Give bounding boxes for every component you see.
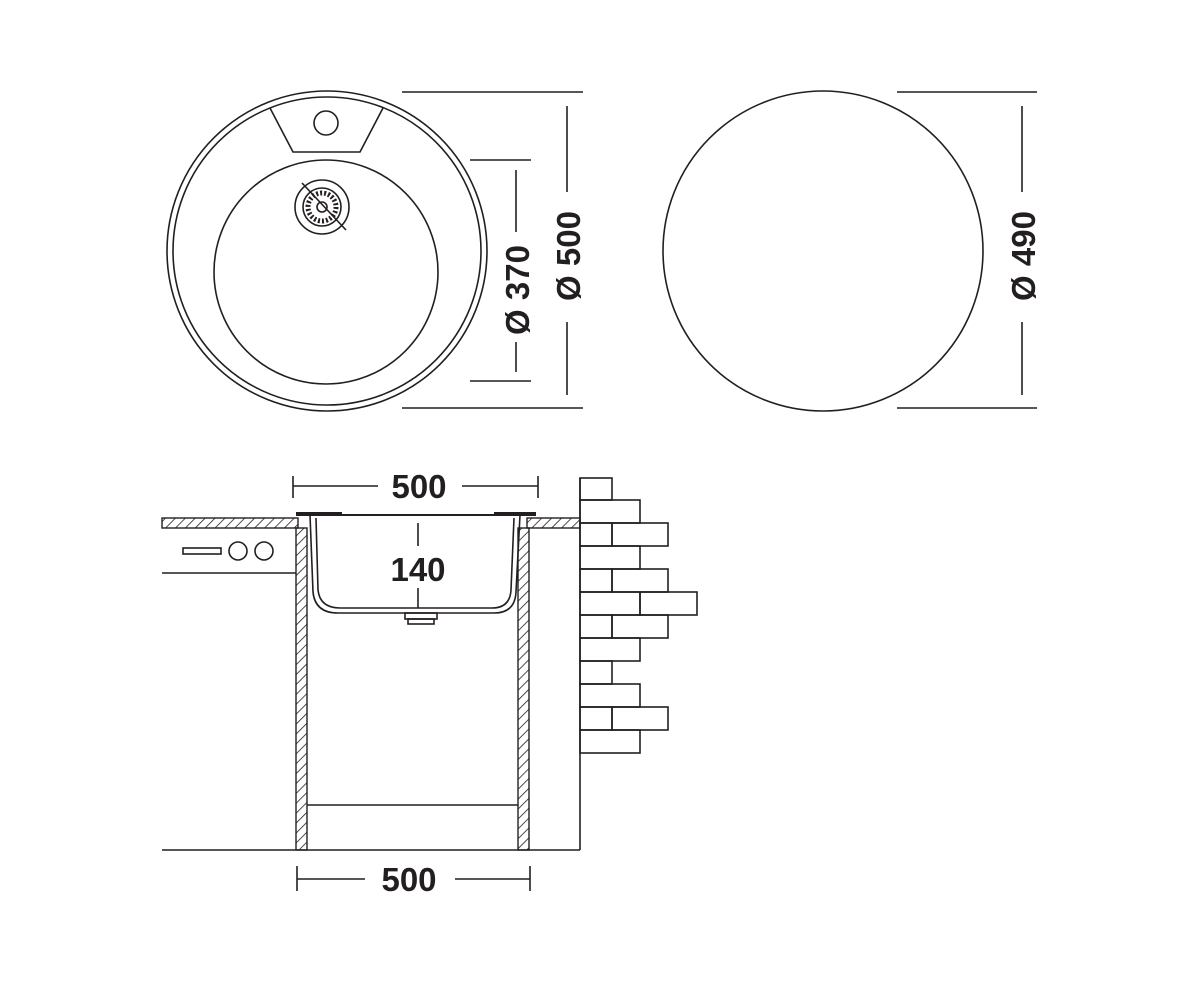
dimension-top-width: 500 — [292, 468, 539, 505]
cutout-circle — [662, 90, 984, 412]
appliance-handle — [182, 547, 222, 555]
dimension-outer-diameter: Ø 500 — [402, 91, 587, 409]
bowl-diameter-label: Ø 370 — [499, 245, 536, 335]
top-width-label: 500 — [391, 468, 446, 505]
dimension-bowl-diameter: Ø 370 — [470, 159, 536, 382]
depth-label: 140 — [390, 551, 445, 588]
appliance-knob — [228, 541, 248, 561]
sink-rim-right — [494, 512, 536, 516]
appliance-knob — [254, 541, 274, 561]
drain-icon — [294, 179, 350, 235]
sink-bowl — [213, 159, 439, 385]
cabinet-wall-right — [517, 527, 530, 851]
cabinet-width-label: 500 — [381, 861, 436, 898]
countertop-left — [161, 517, 299, 529]
tap-hole — [313, 110, 339, 136]
drain-outlet — [404, 612, 438, 620]
brick-wall — [579, 477, 698, 754]
sink-rim-left — [296, 512, 342, 516]
sink-inner-rim — [172, 96, 482, 406]
section-view: 500 140 — [161, 468, 698, 898]
countertop-right — [526, 517, 581, 529]
cutout-diameter-label: Ø 490 — [1005, 211, 1042, 301]
outer-diameter-label: Ø 500 — [550, 211, 587, 301]
sink-outer-rim — [166, 90, 488, 412]
sink-top-view: Ø 500 Ø 370 — [166, 90, 587, 412]
cabinet-wall-left — [295, 527, 308, 851]
tap-deck — [269, 107, 384, 153]
dimension-cabinet-width: 500 — [296, 861, 531, 898]
cutout-view: Ø 490 — [662, 90, 1042, 412]
